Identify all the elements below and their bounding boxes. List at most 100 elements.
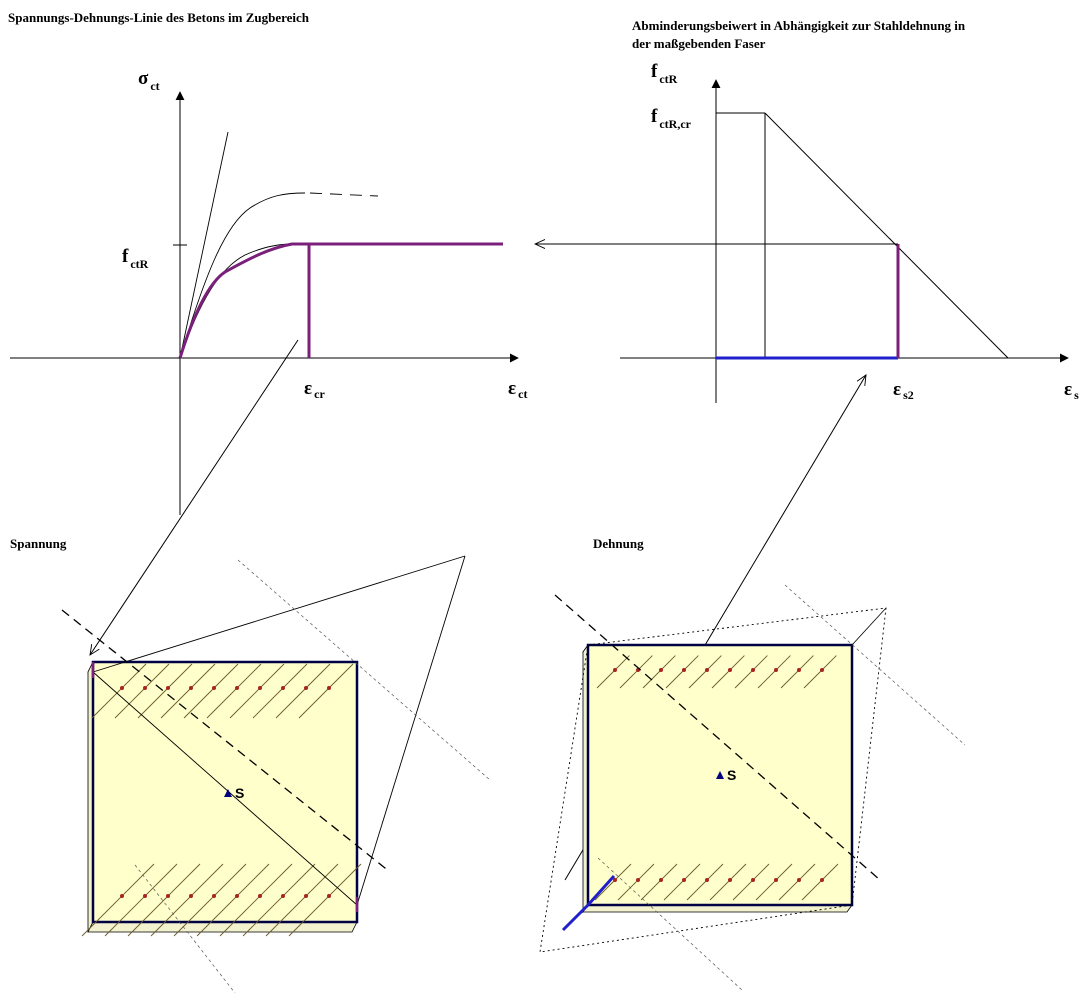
rebar-hatch-line (229, 663, 285, 719)
rebar-hatch-line (780, 655, 814, 689)
reference-curve (179, 243, 293, 359)
rebar-hatch-line (594, 863, 632, 901)
rebar-hatch-line (219, 863, 293, 937)
bottom-rebar-row-2 (594, 863, 839, 901)
stress-right-line (356, 555, 466, 906)
centroid-label: S (235, 785, 244, 801)
eps-s2-sub: s2 (903, 388, 914, 402)
dehnung-title: Dehnung (593, 536, 644, 551)
rebar-hatch-line (127, 863, 201, 937)
rebar-dot (235, 894, 239, 898)
rebar-hatch-line (778, 863, 816, 901)
rebar-dot (820, 878, 824, 882)
rebar-dot (728, 878, 732, 882)
fctr-cr-main: f (651, 106, 658, 127)
rebar-dot (774, 878, 778, 882)
rebar-dot (235, 686, 239, 690)
centroid-label-2: S (727, 767, 736, 783)
fctr-sub: ctR (130, 257, 148, 271)
rebar-dot (304, 894, 308, 898)
guide-dashed-lower-2 (597, 857, 743, 991)
rebar-dot (820, 668, 824, 672)
strain-section: S (539, 375, 966, 991)
eps-ct-main: ε (508, 378, 516, 399)
rebar-hatch-line (160, 663, 216, 719)
rebar-hatch-line (288, 863, 362, 937)
rebar-dot (327, 894, 331, 898)
centroid-marker-2 (716, 771, 724, 779)
rebar-dot (258, 686, 262, 690)
rebar-hatch-line (298, 663, 354, 719)
rebar-dot (682, 878, 686, 882)
rebar-hatch-line (663, 863, 701, 901)
rebar-dot (682, 668, 686, 672)
rebar-hatch-line (196, 863, 270, 937)
rebar-hatch-line (242, 863, 316, 937)
rebar-dot (613, 878, 617, 882)
rebar-hatch-line (183, 663, 239, 719)
rebar-dot (774, 668, 778, 672)
rebar-dot (705, 668, 709, 672)
rebar-hatch-line (686, 863, 724, 901)
strain-mark-left (561, 903, 590, 932)
rebar-dot (797, 878, 801, 882)
rebar-hatch-line (711, 655, 745, 689)
fctr-axis-main: f (651, 61, 658, 82)
rebar-hatch-line (173, 863, 247, 937)
neutral-axis-dashed (61, 609, 391, 873)
stress-section: S (61, 339, 491, 994)
rebar-hatch-line (104, 863, 178, 937)
stress-strain-title: Spannungs-Dehnungs-Linie des Betons im Z… (8, 10, 310, 25)
rebar-dot (189, 686, 193, 690)
fctr-axis-sub: ctR (659, 72, 677, 86)
eps-s-main: ε (1064, 379, 1072, 400)
eps-cr-main: ε (304, 378, 312, 399)
rebar-hatch-line (757, 655, 791, 689)
reduction-title-line2: der maßgebenden Faser (632, 36, 766, 51)
strain-plane-dotted (539, 607, 887, 953)
concrete-section (91, 660, 359, 924)
rebar-hatch-line (665, 655, 699, 689)
strain-mark-right (586, 874, 616, 907)
rebar-dot (120, 686, 124, 690)
fctr-main: f (122, 246, 129, 267)
rebar-hatch-line (150, 863, 224, 937)
rebar-dot (304, 686, 308, 690)
rebar-hatch-line (803, 655, 837, 689)
spannung-title: Spannung (10, 536, 67, 551)
rebar-hatch-line (617, 863, 655, 901)
rebar-dot (659, 878, 663, 882)
rebar-dot (166, 894, 170, 898)
eps-cr-sub: cr (314, 387, 325, 401)
design-stress-curve (178, 242, 503, 359)
rebar-hatch-line (640, 863, 678, 901)
upper-stress-curve (179, 192, 306, 359)
rebar-dot (613, 668, 617, 672)
strain-top-corner-line (851, 607, 887, 646)
rebar-hatch-line (81, 863, 155, 937)
rebar-hatch-line (91, 663, 147, 719)
eps-s2-main: ε (893, 379, 901, 400)
rebar-hatch-line (114, 663, 170, 719)
guide-dashed-upper-2 (784, 584, 966, 746)
rebar-hatch-line (275, 663, 331, 719)
rebar-dot (120, 894, 124, 898)
rebar-dot (212, 686, 216, 690)
eps-ct-sub: ct (518, 387, 527, 401)
rebar-dot (797, 668, 801, 672)
stress-top-line (92, 555, 466, 673)
fctr-cr-sub: ctR,cr (659, 117, 691, 131)
upper-stress-curve-dashed (309, 192, 379, 197)
rebar-dot (189, 894, 193, 898)
reduction-slope-line (764, 112, 1009, 359)
rebar-dot (728, 668, 732, 672)
rebar-dot (258, 894, 262, 898)
rebar-hatch-line (709, 863, 747, 901)
